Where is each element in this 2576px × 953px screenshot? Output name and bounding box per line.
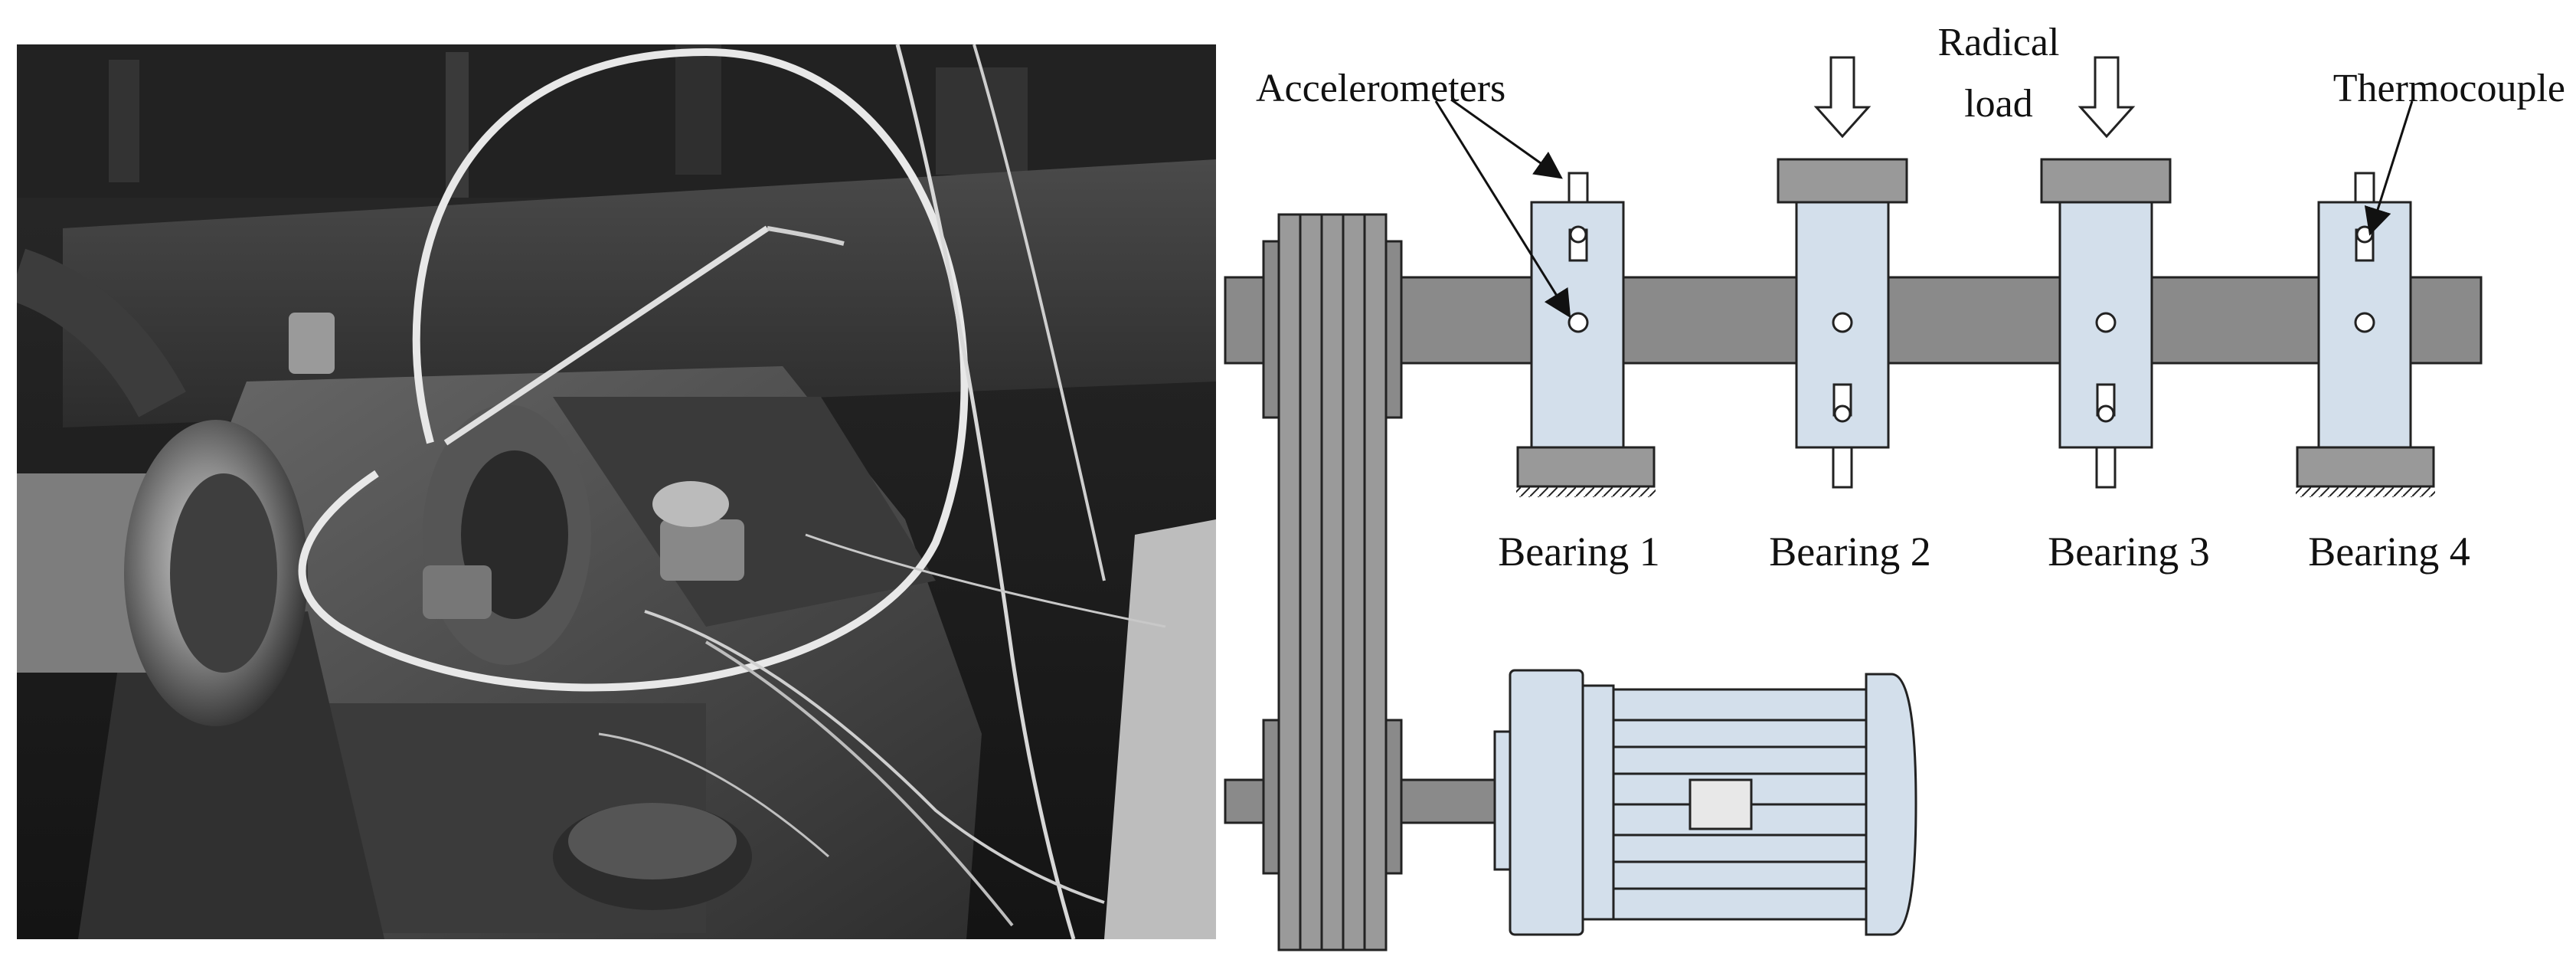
load-plate-bearing-3 <box>2040 158 2172 204</box>
radial-load-arrow-2 <box>2077 56 2136 139</box>
radial-load-label-line1: Radical <box>1938 21 2060 64</box>
bearing-2-label: Bearing 2 <box>1769 529 1930 575</box>
load-plate-bearing-2 <box>1777 158 1908 204</box>
accelerometer-side-bearing-3 <box>2095 312 2117 333</box>
accelerometer-top-bearing-4 <box>2354 172 2375 204</box>
test-rig-schematic: Accelerometers Radical load Thermocouple… <box>1224 21 2565 951</box>
accelerometer-side-bearing-2 <box>1832 312 1853 333</box>
bearing-4 <box>2296 172 2435 488</box>
ground-hatch-bearing-4 <box>2296 486 2435 497</box>
accelerometers-label: Accelerometers <box>1256 67 1505 110</box>
radial-load-label-line2: load <box>1964 82 2033 126</box>
test-rig-photo <box>17 44 1216 939</box>
thermocouple-pointer <box>2364 100 2414 236</box>
thermocouple-label: Thermocouple <box>2333 67 2565 110</box>
bearing-3-label: Bearing 3 <box>2048 529 2209 575</box>
accelerometers-pointer-side <box>1434 100 1571 319</box>
sensor-hole-bearing-1 <box>1569 225 1587 244</box>
accelerometers-pointer-top <box>1450 98 1563 179</box>
accelerometer-bottom-bearing-2 <box>1832 446 1853 489</box>
accelerometer-side-bearing-4 <box>2354 312 2375 333</box>
bearing-1-base <box>1516 446 1656 488</box>
bearing-3 <box>2040 158 2172 489</box>
sensor-hole-bearing-2 <box>1833 404 1852 423</box>
bearing-4-base <box>2296 446 2435 488</box>
bearing-1-label: Bearing 1 <box>1498 529 1659 575</box>
sensor-hole-bearing-3 <box>2097 404 2115 423</box>
pulley-flange-bottom-right <box>1384 719 1403 875</box>
thermocouple-hole-bearing-4 <box>2355 225 2374 244</box>
pulley-flange-top-right <box>1384 240 1403 419</box>
accelerometer-bottom-bearing-3 <box>2095 446 2117 489</box>
ground-hatch-bearing-1 <box>1516 486 1656 497</box>
pulley-flange-bottom-left <box>1262 719 1280 875</box>
accelerometer-top-bearing-1 <box>1568 172 1589 204</box>
bearing-4-label: Bearing 4 <box>2308 529 2470 575</box>
bearing-1 <box>1516 172 1656 488</box>
accelerometer-side-bearing-1 <box>1568 312 1589 333</box>
pulley-flange-top-left <box>1262 240 1280 419</box>
bearing-2 <box>1777 158 1908 489</box>
radial-load-arrow-1 <box>1813 56 1872 139</box>
drive-belt <box>1277 213 1388 951</box>
motor-terminal-box <box>1688 778 1753 830</box>
motor <box>1493 669 1917 936</box>
